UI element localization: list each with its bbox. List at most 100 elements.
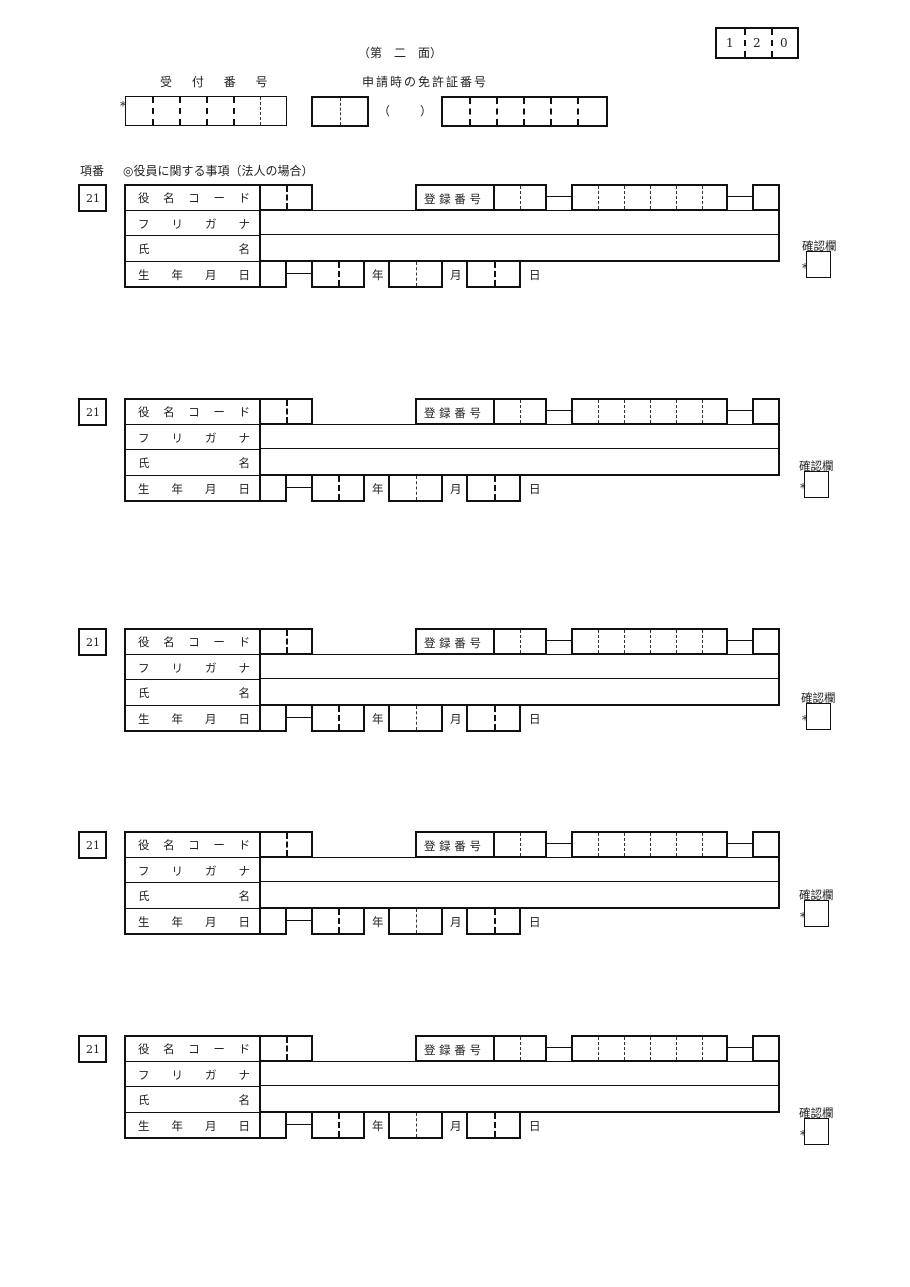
- birth-month-field[interactable]: [388, 704, 443, 732]
- registration-number-field[interactable]: [571, 1035, 728, 1062]
- month-unit-label: 月: [450, 915, 462, 929]
- birth-era-field[interactable]: [259, 1111, 287, 1139]
- birth-year-field[interactable]: [311, 260, 365, 288]
- registration-number-field[interactable]: [571, 398, 728, 425]
- reception-number-field[interactable]: [125, 96, 287, 126]
- year-unit-label: 年: [372, 482, 384, 496]
- role-code-field[interactable]: [259, 184, 313, 211]
- registration-number-field[interactable]: [571, 628, 728, 655]
- license-paren-close: ）: [420, 104, 433, 118]
- month-unit-label: 月: [450, 482, 462, 496]
- birth-month-field[interactable]: [388, 907, 443, 935]
- birth-era-field[interactable]: [259, 907, 287, 935]
- birth-year-field[interactable]: [311, 704, 365, 732]
- furigana-field[interactable]: [261, 858, 778, 881]
- reception-mark: *: [120, 99, 126, 113]
- day-unit-label: 日: [529, 482, 541, 496]
- name-field[interactable]: [261, 449, 778, 474]
- registration-number-field[interactable]: [571, 831, 728, 858]
- birth-day-field[interactable]: [466, 907, 521, 935]
- registration-prefix-field[interactable]: [493, 398, 547, 425]
- birth-day-field[interactable]: [466, 1111, 521, 1139]
- license-prefix-field[interactable]: [311, 96, 369, 127]
- birth-year-field[interactable]: [311, 474, 365, 502]
- year-unit-label: 年: [372, 268, 384, 282]
- birth-era-field[interactable]: [259, 260, 287, 288]
- birth-day-field[interactable]: [466, 474, 521, 502]
- license-number-field[interactable]: [441, 96, 608, 127]
- day-unit-label: 日: [529, 1119, 541, 1133]
- item-number: 21: [86, 406, 100, 419]
- birthdate-label: 生年月日: [138, 915, 250, 929]
- month-unit-label: 月: [450, 712, 462, 726]
- furigana-label: フリガナ: [138, 661, 250, 675]
- birth-year-field[interactable]: [311, 1111, 365, 1139]
- item-number: 21: [86, 192, 100, 205]
- name-field[interactable]: [261, 679, 778, 704]
- furigana-field[interactable]: [261, 1062, 778, 1085]
- registration-prefix-field[interactable]: [493, 1035, 547, 1062]
- registration-prefix-field[interactable]: [493, 184, 547, 211]
- confirmation-checkbox[interactable]: [804, 900, 829, 927]
- birth-year-field[interactable]: [311, 907, 365, 935]
- year-unit-label: 年: [372, 915, 384, 929]
- birth-month-field[interactable]: [388, 474, 443, 502]
- registration-check-digit-field[interactable]: [752, 628, 780, 655]
- license-paren-open: （: [378, 104, 391, 118]
- registration-check-digit-field[interactable]: [752, 831, 780, 858]
- birthdate-label: 生年月日: [138, 482, 250, 496]
- section-title: ◎役員に関する事項（法人の場合）: [123, 164, 314, 178]
- confirmation-mark: *: [802, 261, 808, 275]
- day-unit-label: 日: [529, 915, 541, 929]
- registration-number-label-box: 登 録 番 号: [415, 184, 495, 211]
- name-field[interactable]: [261, 235, 778, 260]
- birth-day-field[interactable]: [466, 704, 521, 732]
- confirmation-mark: *: [800, 910, 806, 924]
- registration-number-label: 登 録 番 号: [424, 406, 481, 420]
- birth-day-field[interactable]: [466, 260, 521, 288]
- furigana-field[interactable]: [261, 425, 778, 448]
- confirmation-label: 確認欄: [799, 888, 834, 902]
- registration-check-digit-field[interactable]: [752, 1035, 780, 1062]
- registration-prefix-field[interactable]: [493, 628, 547, 655]
- day-unit-label: 日: [529, 268, 541, 282]
- confirmation-checkbox[interactable]: [804, 471, 829, 498]
- year-unit-label: 年: [372, 1119, 384, 1133]
- registration-check-digit-field[interactable]: [752, 184, 780, 211]
- confirmation-checkbox[interactable]: [804, 1118, 829, 1145]
- registration-number-label-box: 登 録 番 号: [415, 831, 495, 858]
- item-number-box: 21: [78, 184, 107, 212]
- birthdate-label: 生年月日: [138, 712, 250, 726]
- name-field[interactable]: [261, 1086, 778, 1111]
- month-unit-label: 月: [450, 1119, 462, 1133]
- form-code-digit: 2: [753, 36, 761, 50]
- role-code-field[interactable]: [259, 831, 313, 858]
- role-code-label: 役名コード: [138, 405, 250, 419]
- item-number-header: 項番: [80, 164, 105, 178]
- label-column: 役名コードフリガナ氏名生年月日: [124, 184, 261, 288]
- registration-number-field[interactable]: [571, 184, 728, 211]
- birth-month-field[interactable]: [388, 1111, 443, 1139]
- furigana-field[interactable]: [261, 211, 778, 234]
- registration-check-digit-field[interactable]: [752, 398, 780, 425]
- birth-era-field[interactable]: [259, 704, 287, 732]
- birthdate-label: 生年月日: [138, 268, 250, 282]
- item-number: 21: [86, 839, 100, 852]
- confirmation-checkbox[interactable]: [806, 703, 831, 730]
- confirmation-mark: *: [800, 1128, 806, 1142]
- registration-prefix-field[interactable]: [493, 831, 547, 858]
- role-code-field[interactable]: [259, 628, 313, 655]
- registration-number-label: 登 録 番 号: [424, 839, 481, 853]
- role-code-field[interactable]: [259, 1035, 313, 1062]
- confirmation-checkbox[interactable]: [806, 251, 831, 278]
- furigana-field[interactable]: [261, 655, 778, 678]
- birth-era-field[interactable]: [259, 474, 287, 502]
- role-code-field[interactable]: [259, 398, 313, 425]
- birth-month-field[interactable]: [388, 260, 443, 288]
- name-field[interactable]: [261, 882, 778, 907]
- confirmation-label: 確認欄: [801, 691, 836, 705]
- item-number-box: 21: [78, 398, 107, 426]
- name-label: 氏名: [138, 686, 250, 700]
- name-label: 氏名: [138, 889, 250, 903]
- year-unit-label: 年: [372, 712, 384, 726]
